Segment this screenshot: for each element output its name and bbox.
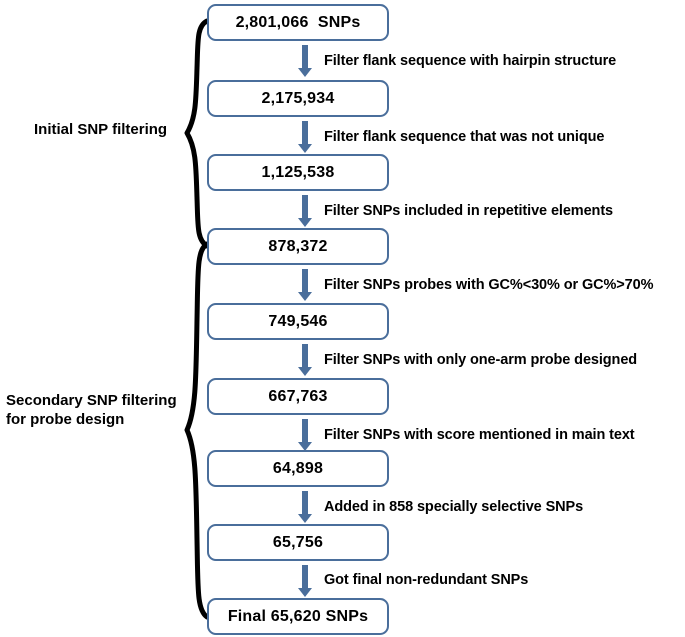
flow-arrow-6 — [298, 419, 312, 451]
flow-arrow-3 — [298, 195, 312, 227]
group-label-secondary-filtering: Secondary SNP filtering for probe design — [6, 392, 177, 428]
flow-arrow-4 — [298, 269, 312, 301]
flow-node-after-one-arm-filter: 667,763 — [207, 378, 389, 415]
brace-initial-filtering — [183, 18, 209, 250]
flow-edge-label-8: Got final non-redundant SNPs — [324, 572, 529, 588]
flow-arrow-5 — [298, 344, 312, 376]
flow-arrow-8 — [298, 565, 312, 597]
flow-edge-label-7: Added in 858 specially selective SNPs — [324, 499, 584, 515]
flow-edge-label-3: Filter SNPs included in repetitive eleme… — [324, 203, 614, 219]
flow-node-final-snps: Final 65,620 SNPs — [207, 598, 389, 635]
flow-node-after-score-filter: 64,898 — [207, 450, 389, 487]
flow-node-after-hairpin-filter: 2,175,934 — [207, 80, 389, 117]
flow-node-total-snps: 2,801,066 SNPs — [207, 4, 389, 41]
flow-node-after-unique-filter: 1,125,538 — [207, 154, 389, 191]
flow-edge-label-1: Filter flank sequence with hairpin struc… — [324, 53, 617, 69]
brace-secondary-filtering — [183, 240, 209, 622]
flow-edge-label-4: Filter SNPs probes with GC%<30% or GC%>7… — [324, 277, 654, 293]
flow-edge-label-2: Filter flank sequence that was not uniqu… — [324, 129, 605, 145]
flow-node-after-gc-filter: 749,546 — [207, 303, 389, 340]
flow-arrow-1 — [298, 45, 312, 77]
flow-edge-label-6: Filter SNPs with score mentioned in main… — [324, 427, 635, 443]
flow-node-after-repetitive-filter: 878,372 — [207, 228, 389, 265]
flow-node-after-adding-selective-snps: 65,756 — [207, 524, 389, 561]
group-label-initial-filtering: Initial SNP filtering — [34, 121, 168, 138]
flow-edge-label-5: Filter SNPs with only one-arm probe desi… — [324, 352, 638, 368]
flow-arrow-7 — [298, 491, 312, 523]
flow-arrow-2 — [298, 121, 312, 153]
